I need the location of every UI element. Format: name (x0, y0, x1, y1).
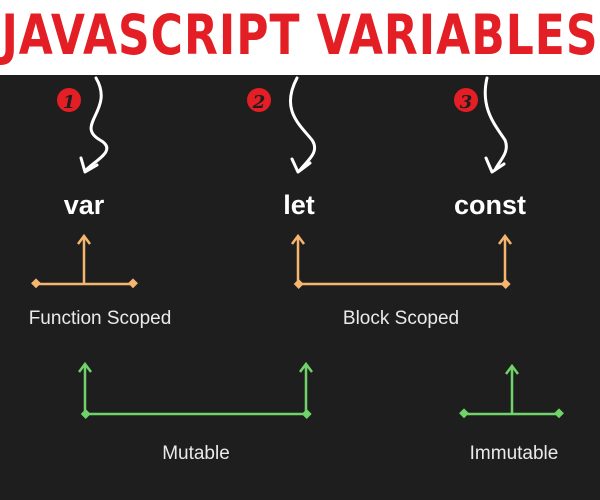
step-badge-3: 3 (454, 88, 478, 113)
svg-text:3: 3 (460, 92, 473, 113)
label-mutable: Mutable (162, 443, 230, 464)
arrow-to-const (483, 76, 508, 172)
arrow-head-const (484, 156, 506, 174)
svg-text:2: 2 (252, 92, 266, 113)
function-scope-bracket (31, 233, 138, 289)
arrow-to-let (289, 76, 317, 172)
svg-text:1: 1 (63, 92, 76, 113)
keyword-var: var (63, 190, 105, 220)
keyword-const: const (453, 190, 527, 220)
label-function-scoped: Function Scoped (28, 308, 172, 329)
arrow-head-var (79, 156, 99, 174)
arrow-head-let (290, 157, 312, 174)
immutable-bracket (459, 363, 564, 419)
arrow-to-var (84, 76, 109, 172)
block-scope-bracket (291, 233, 512, 289)
page-title: JAVASCRIPT VARIABLES (1, 4, 599, 68)
label-block-scoped: Block Scoped (342, 308, 460, 329)
keyword-let: let (283, 190, 315, 220)
title-banner: JAVASCRIPT VARIABLES (0, 0, 600, 75)
step-badge-1: 1 (57, 88, 81, 113)
mutable-bracket (78, 361, 313, 419)
label-immutable: Immutable (469, 443, 559, 464)
step-badge-2: 2 (247, 88, 271, 113)
